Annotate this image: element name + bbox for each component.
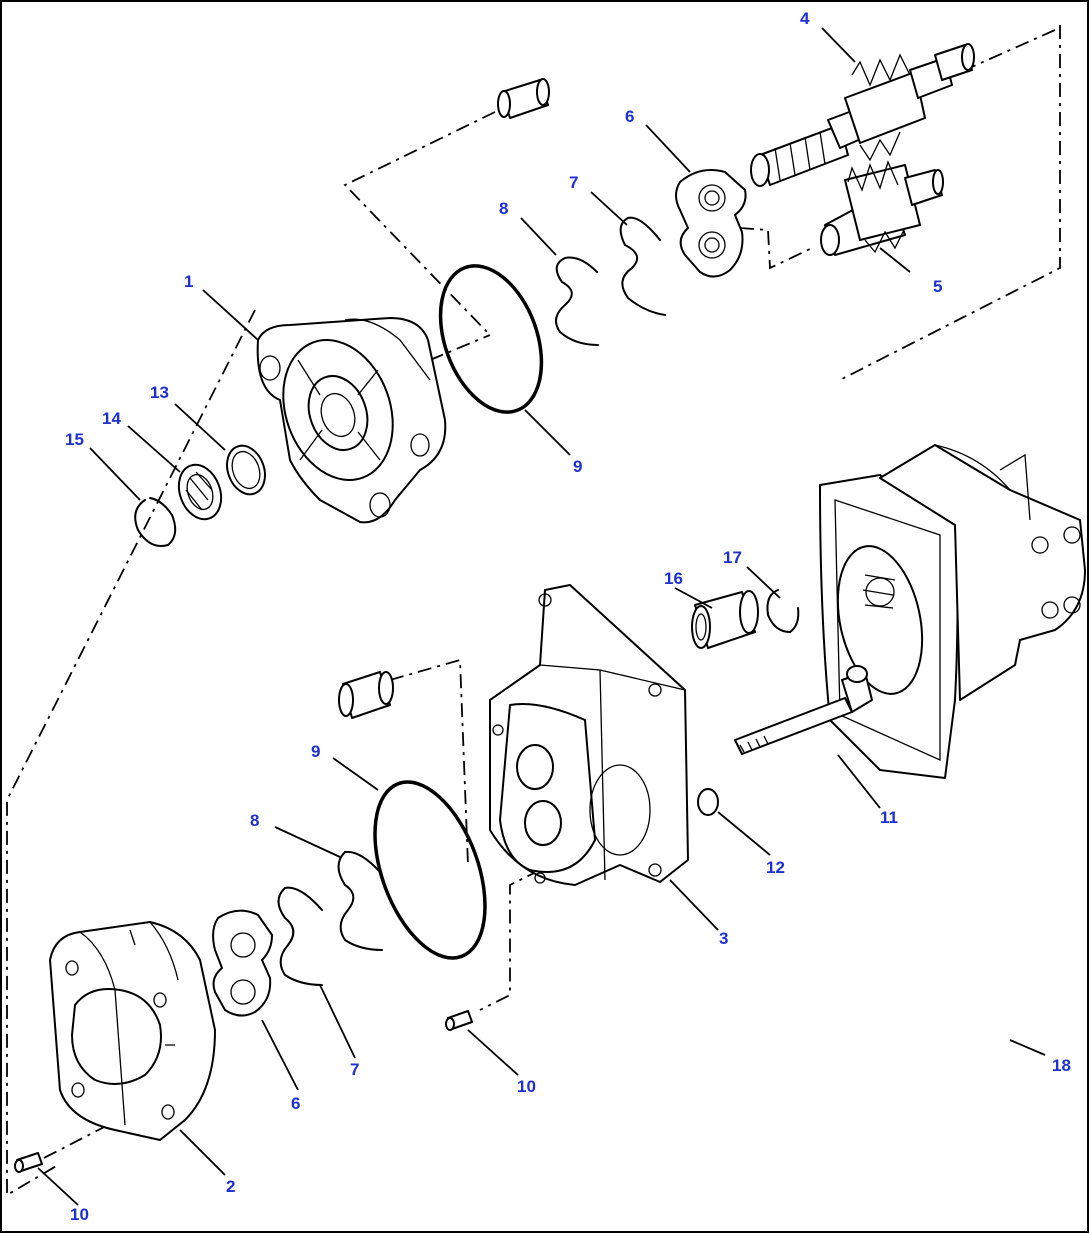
part-8-backup-ring-lower xyxy=(337,850,383,951)
callout-17: 17 xyxy=(723,548,742,567)
part-10-dowel-pin-center xyxy=(445,1010,473,1031)
callout-14: 14 xyxy=(102,409,121,428)
part-13-retaining-ring xyxy=(226,444,266,496)
callout-labels: 4 5 6 7 8 1 9 13 14 15 16 17 18 11 12 3 … xyxy=(65,9,1071,1224)
part-14-seal xyxy=(177,463,223,521)
part-3-gear-case xyxy=(489,584,689,886)
callout-6-lower: 6 xyxy=(291,1094,300,1113)
assembly-centerlines xyxy=(6,25,1061,1197)
callout-11: 11 xyxy=(880,808,898,827)
callout-8-top: 8 xyxy=(499,199,508,218)
bushing-top xyxy=(497,78,550,119)
callout-9-top: 9 xyxy=(573,457,582,476)
callout-7-lower: 7 xyxy=(350,1060,359,1079)
callout-3: 3 xyxy=(719,929,728,948)
callout-12: 12 xyxy=(766,858,785,877)
callout-2: 2 xyxy=(226,1177,235,1196)
callout-13: 13 xyxy=(150,383,169,402)
part-12-washer xyxy=(697,788,719,816)
part-17-snap-ring xyxy=(766,589,800,633)
part-18-pump-housing xyxy=(819,444,1086,779)
bushing-lower xyxy=(338,671,394,719)
callout-6-top: 6 xyxy=(625,107,634,126)
callout-15: 15 xyxy=(65,430,84,449)
part-7-backup-ring-top xyxy=(619,216,666,316)
callout-7-top: 7 xyxy=(569,173,578,192)
part-16-needle-bearing xyxy=(691,590,759,649)
callout-10-center: 10 xyxy=(517,1077,536,1096)
part-4-drive-gear-shaft xyxy=(750,43,975,187)
part-5-driven-gear xyxy=(820,160,944,256)
part-6-side-plate-top xyxy=(675,169,747,278)
callout-leader-lines xyxy=(37,27,1046,1206)
part-11-bolt xyxy=(734,665,873,755)
callout-4: 4 xyxy=(800,9,810,28)
part-1-front-cover xyxy=(256,317,447,524)
part-8-backup-ring-top xyxy=(555,256,599,346)
callout-1: 1 xyxy=(184,272,193,291)
part-6-side-plate-lower xyxy=(212,909,273,1017)
callout-9-lower: 9 xyxy=(311,742,320,761)
callout-10-left: 10 xyxy=(70,1205,89,1224)
part-9-o-ring-top xyxy=(438,264,544,414)
part-15-snap-ring xyxy=(134,497,177,547)
part-9-o-ring-lower xyxy=(373,780,487,960)
part-2-gear-body xyxy=(49,921,216,1141)
callout-8-lower: 8 xyxy=(250,811,259,830)
part-10-dowel-pin-left xyxy=(14,1152,43,1173)
callout-5: 5 xyxy=(933,277,942,296)
callout-16: 16 xyxy=(664,569,683,588)
callout-18: 18 xyxy=(1052,1056,1071,1075)
part-7-backup-ring-lower xyxy=(277,886,323,986)
